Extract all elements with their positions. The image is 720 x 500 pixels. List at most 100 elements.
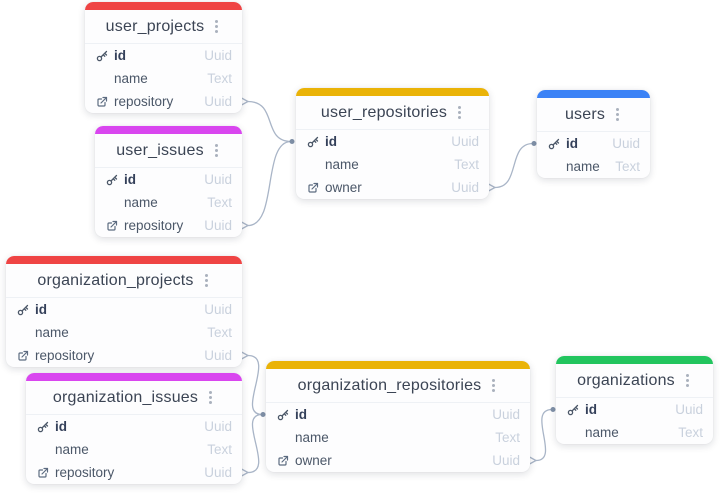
kebab-menu-icon[interactable] [455,103,464,122]
field-name: repository [124,218,184,233]
field-row[interactable]: name Text [537,155,650,178]
key-icon [16,303,29,316]
foreign-key-icon [16,349,29,362]
field-row[interactable]: id Uuid [556,398,713,421]
field-type: Uuid [204,348,232,363]
kebab-menu-icon[interactable] [212,17,221,36]
field-row[interactable]: repository Uuid [95,214,242,237]
field-row[interactable]: name Text [556,421,713,444]
kebab-menu-icon[interactable] [202,271,211,290]
relation-source-arrow-icon [241,97,250,106]
key-icon [306,135,319,148]
foreign-key-icon [276,454,289,467]
field-type: Uuid [451,180,479,195]
field-row[interactable]: id Uuid [6,298,242,321]
field-type: Text [454,157,479,172]
field-row[interactable]: id Uuid [26,415,242,438]
relation-connector[interactable] [247,413,263,474]
field-row[interactable]: owner Uuid [266,449,530,472]
kebab-menu-icon[interactable] [613,105,622,124]
foreign-key-icon [36,466,49,479]
field-name: repository [35,348,95,363]
field-name: name [585,425,619,440]
kebab-menu-icon[interactable] [683,371,692,390]
table-organization-repositories[interactable]: organization_repositories id Uuid name T… [266,361,530,472]
kebab-menu-icon[interactable] [206,388,215,407]
field-row[interactable]: id Uuid [266,403,530,426]
field-type: Uuid [204,419,232,434]
table-user-projects[interactable]: user_projects id Uuid name Text reposito… [85,2,242,113]
table-title: organization_repositories [297,376,482,394]
table-header[interactable]: organization_issues [26,381,242,415]
field-row[interactable]: id Uuid [85,44,242,67]
field-name: name [295,430,329,445]
kebab-menu-icon[interactable] [489,376,498,395]
foreign-key-icon [306,181,319,194]
field-name: name [35,325,69,340]
relation-target-dot-icon [289,139,295,144]
table-header[interactable]: users [537,98,650,132]
field-type: Uuid [204,465,232,480]
field-name: id [585,402,597,417]
table-title: users [564,105,606,123]
field-row[interactable]: repository Uuid [26,461,242,484]
table-organization-issues[interactable]: organization_issues id Uuid name Text re… [26,373,242,484]
field-type: Uuid [204,218,232,233]
relation-connector[interactable] [535,408,553,462]
field-row[interactable]: name Text [296,153,489,176]
relation-connector[interactable] [247,354,263,416]
field-row[interactable]: name Text [85,67,242,90]
relation-connector[interactable] [494,142,534,189]
table-header[interactable]: user_issues [95,134,242,168]
field-row[interactable]: owner Uuid [296,176,489,199]
field-row[interactable]: repository Uuid [85,90,242,113]
field-row[interactable]: id Uuid [537,132,650,155]
table-users[interactable]: users id Uuid name Text [537,90,650,178]
key-icon [105,173,118,186]
table-title: organization_issues [52,388,199,406]
relation-connector[interactable] [247,140,292,227]
field-name: name [55,442,89,457]
field-row[interactable]: name Text [26,438,242,461]
field-name: id [295,407,307,422]
relation-source-arrow-icon [241,221,250,230]
field-row[interactable]: name Text [6,321,242,344]
relation-source-arrow-icon [241,351,250,360]
key-icon [95,49,108,62]
field-type: Uuid [612,136,640,151]
table-organizations[interactable]: organizations id Uuid name Text [556,356,713,444]
table-header[interactable]: user_repositories [296,96,489,130]
field-row[interactable]: name Text [266,426,530,449]
table-accent-bar [95,126,242,134]
field-name: id [325,134,337,149]
relation-target-dot-icon [550,407,556,412]
field-row[interactable]: id Uuid [95,168,242,191]
key-icon [276,408,289,421]
table-user-issues[interactable]: user_issues id Uuid name Text repository… [95,126,242,237]
table-header[interactable]: organizations [556,364,713,398]
table-user-repositories[interactable]: user_repositories id Uuid name Text owne… [296,88,489,199]
field-name: id [114,48,126,63]
field-row[interactable]: name Text [95,191,242,214]
field-name: id [35,302,47,317]
key-icon [36,420,49,433]
relation-connector[interactable] [247,100,292,143]
field-type: Uuid [492,407,520,422]
table-header[interactable]: organization_projects [6,264,242,298]
table-header[interactable]: user_projects [85,10,242,44]
field-type: Uuid [675,402,703,417]
field-type: Uuid [204,172,232,187]
field-row[interactable]: repository Uuid [6,344,242,367]
table-header[interactable]: organization_repositories [266,369,530,403]
field-type: Uuid [204,94,232,109]
table-organization-projects[interactable]: organization_projects id Uuid name Text … [6,256,242,367]
table-accent-bar [266,361,530,369]
foreign-key-icon [95,95,108,108]
field-row[interactable]: id Uuid [296,130,489,153]
table-accent-bar [6,256,242,264]
field-type: Uuid [451,134,479,149]
table-accent-bar [85,2,242,10]
field-name: repository [114,94,174,109]
kebab-menu-icon[interactable] [212,141,221,160]
